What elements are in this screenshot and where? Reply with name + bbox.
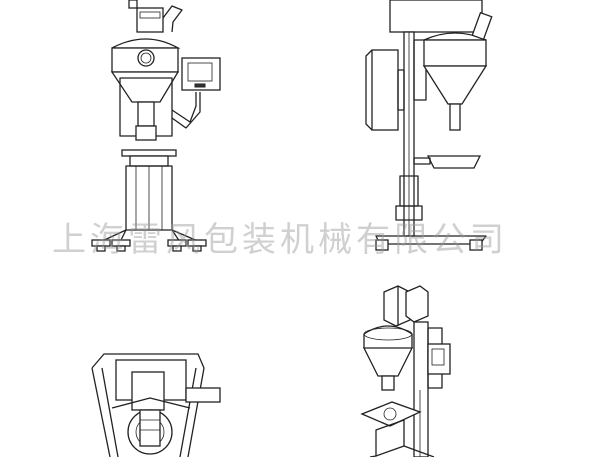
side-agitator-motor	[471, 11, 493, 41]
front-control-screen	[187, 62, 213, 82]
persp-column	[413, 321, 429, 457]
top-view	[91, 353, 221, 457]
front-auger-tube	[137, 101, 155, 127]
top-arm	[185, 387, 221, 403]
persp-auger	[381, 375, 395, 391]
persp-hopper-cone	[362, 347, 414, 377]
perspective-view	[360, 285, 451, 457]
top-leg-right	[187, 367, 205, 457]
front-view	[91, 0, 221, 252]
top-center-block	[131, 371, 165, 411]
persp-feeder	[405, 285, 429, 323]
front-feed-pipe	[162, 5, 183, 33]
persp-control-panel	[427, 343, 451, 375]
side-hopper-body	[423, 39, 487, 67]
persp-stand	[375, 419, 405, 457]
front-base-arms	[99, 229, 201, 243]
side-view	[365, 0, 493, 251]
side-tray	[426, 155, 482, 169]
front-table-top	[121, 149, 177, 157]
persp-tray	[360, 401, 422, 427]
side-hopper-cone	[422, 65, 488, 105]
top-leg-left	[91, 367, 111, 457]
front-hopper-lid	[111, 38, 181, 49]
top-auger	[139, 409, 161, 447]
side-foot-left	[375, 239, 389, 251]
watermark: 上海雷风包装机械有限公司	[52, 220, 508, 260]
side-foot-right	[469, 239, 483, 251]
top-frame-outline	[91, 353, 205, 369]
front-hopper-cone	[110, 71, 180, 103]
front-sight-glass	[137, 49, 155, 67]
side-control-panel	[371, 49, 399, 131]
front-control-arm	[171, 92, 197, 123]
side-auger	[449, 103, 461, 131]
front-motor-cap	[128, 0, 138, 9]
side-upper-housing	[389, 0, 483, 33]
